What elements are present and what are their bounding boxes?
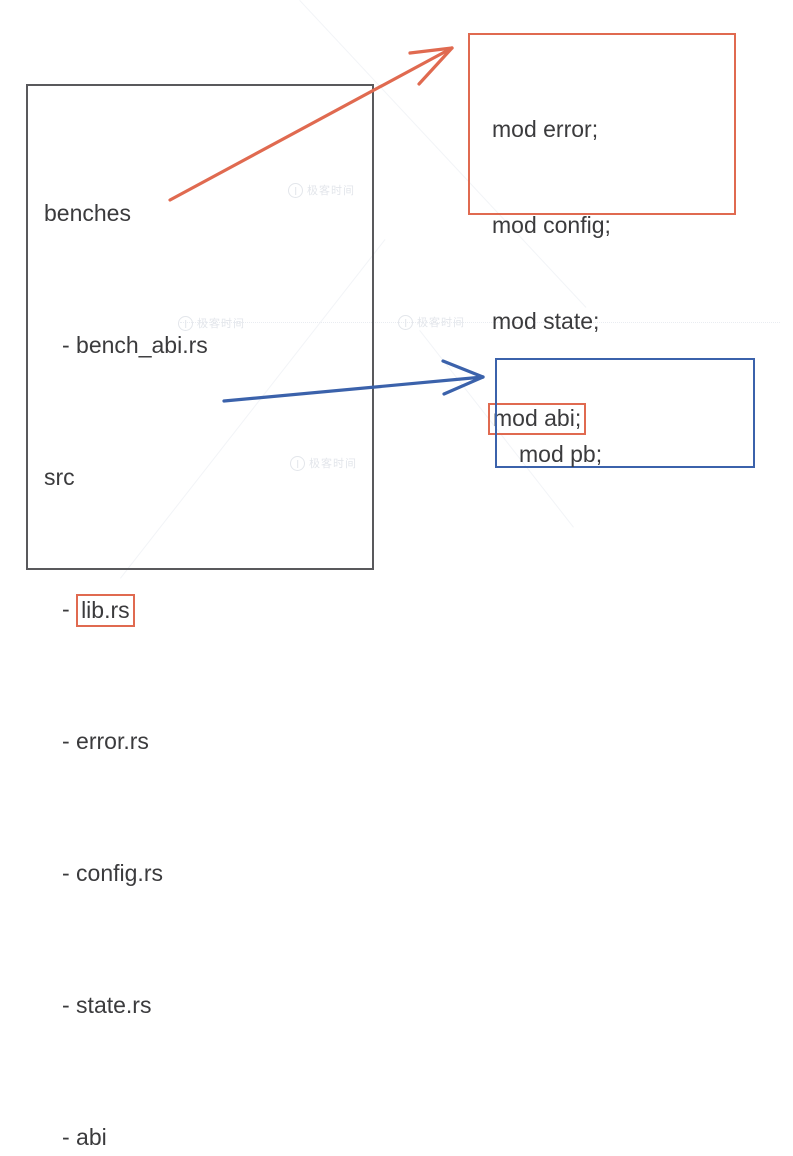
code-line-text: mod error; bbox=[492, 116, 599, 142]
watermark-icon bbox=[398, 314, 413, 330]
tree-item-state-rs: - state.rs bbox=[44, 989, 364, 1022]
tree-item-label: - bench_abi.rs bbox=[62, 332, 208, 358]
code-line-text: mod config; bbox=[492, 212, 611, 238]
code-line-text-highlighted-mod-abi: mod abi; bbox=[488, 403, 587, 435]
diagram-canvas: 极客时间 极客时间 极客时间 极客时间 benches - bench_abi.… bbox=[0, 0, 793, 578]
project-tree-list: benches - bench_abi.rs src - lib.rs - er… bbox=[44, 98, 364, 1156]
code-line-mod-pb: mod pb; bbox=[519, 438, 602, 470]
tree-item-label: - config.rs bbox=[62, 860, 163, 886]
code-line-text: mod state; bbox=[492, 308, 600, 334]
code-callout-mod-rs: mod pb; bbox=[495, 358, 755, 468]
tree-item-label: - abi bbox=[62, 1124, 107, 1150]
watermark: 极客时间 bbox=[398, 314, 465, 330]
code-callout-lib-rs: mod error; mod config; mod state; mod ab… bbox=[468, 33, 736, 435]
code-line-mod-abi: mod abi; bbox=[488, 401, 611, 435]
tree-item-label: src bbox=[44, 464, 75, 490]
watermark-text: 极客时间 bbox=[417, 317, 465, 329]
tree-item-src: src bbox=[44, 461, 364, 494]
tree-item-label: benches bbox=[44, 200, 131, 226]
tree-item-abi: - abi bbox=[44, 1121, 364, 1154]
code-line-mod-config: mod config; bbox=[492, 209, 611, 241]
tree-item-label: - state.rs bbox=[62, 992, 152, 1018]
tree-item-label: - error.rs bbox=[62, 728, 149, 754]
code-line-mod-state: mod state; bbox=[492, 305, 611, 337]
tree-item-config-rs: - config.rs bbox=[44, 857, 364, 890]
tree-item-benches: benches bbox=[44, 197, 364, 230]
tree-item-bench-abi-rs: - bench_abi.rs bbox=[44, 329, 364, 362]
tree-item-prefix: - bbox=[62, 596, 77, 622]
tree-item-label-highlighted-lib-rs: lib.rs bbox=[76, 594, 135, 627]
code-lines-lib-rs: mod error; mod config; mod state; mod ab… bbox=[488, 49, 611, 497]
tree-item-lib-rs: - lib.rs bbox=[44, 593, 364, 627]
tree-item-error-rs: - error.rs bbox=[44, 725, 364, 758]
code-line-mod-error: mod error; bbox=[492, 113, 611, 145]
code-lines-mod-rs: mod pb; bbox=[519, 374, 602, 534]
code-line-text: mod pb; bbox=[519, 441, 603, 467]
